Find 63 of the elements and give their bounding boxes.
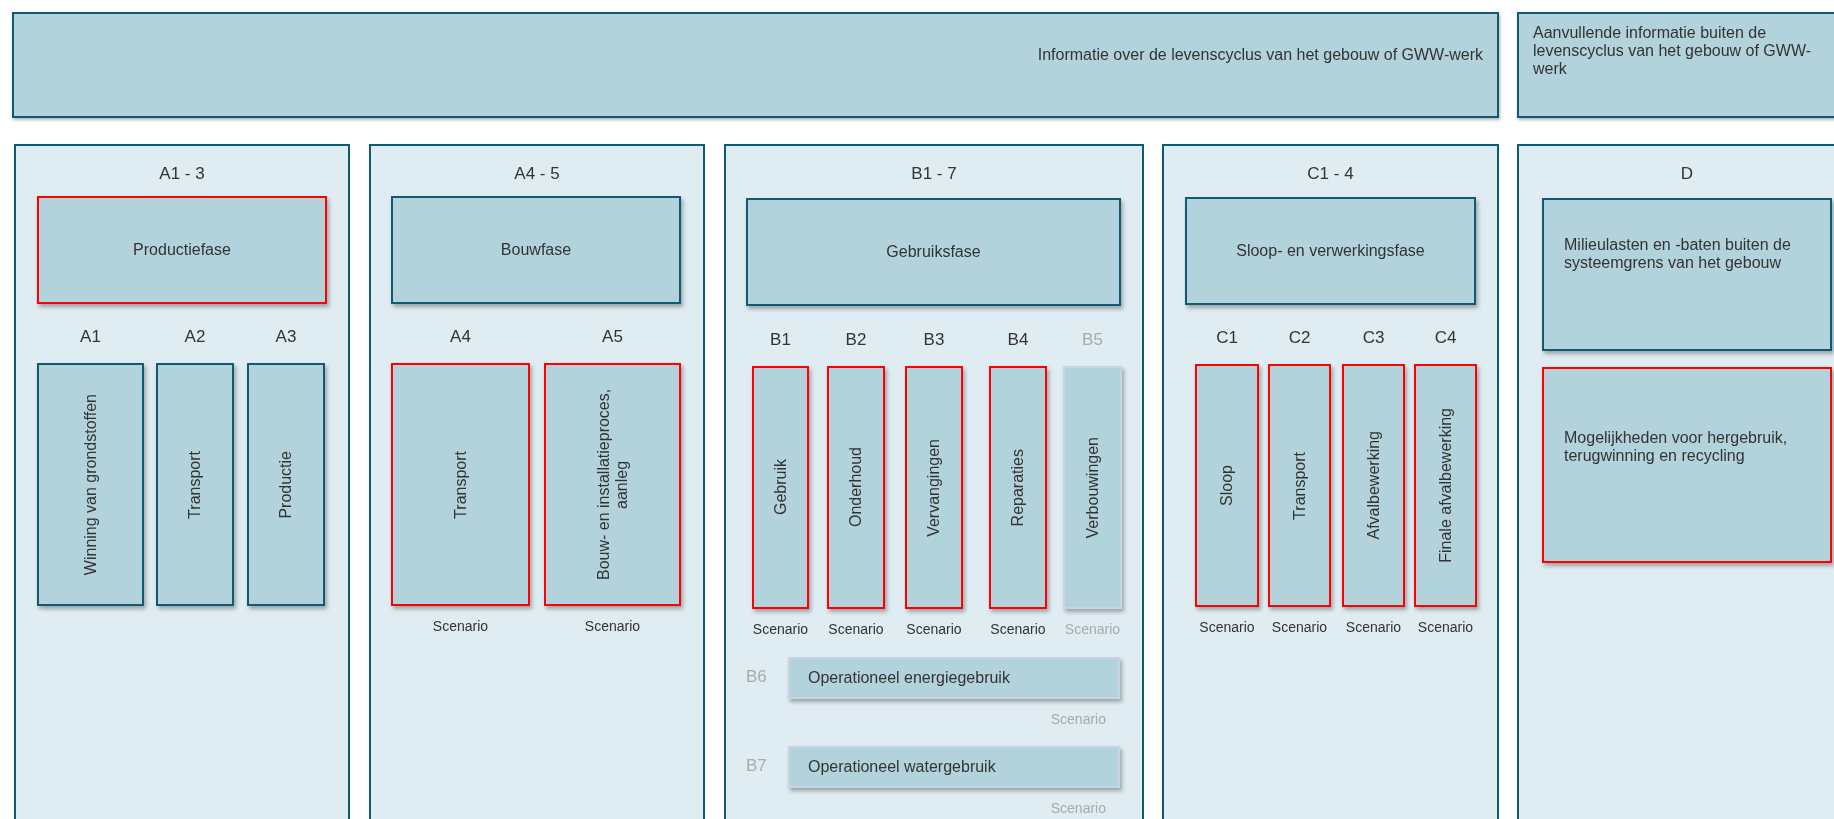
stage-label: Winning van grondstoffen <box>81 393 100 576</box>
scenario-note: Scenario <box>583 618 642 634</box>
stage-code: A3 <box>274 327 298 347</box>
stage-code: C1 <box>1215 328 1239 348</box>
info-box: Mogelijkheden voor hergebruik, terugwinning en recycling <box>1542 367 1832 563</box>
stage-label: Reparaties <box>1009 448 1027 527</box>
scenario-note: Scenario <box>827 621 885 637</box>
scenario-note: Scenario <box>1050 711 1106 727</box>
stage-code: A4 <box>449 327 472 347</box>
stage-label: Finale afvalbewerking <box>1436 408 1455 563</box>
stage-label: Gebruik <box>771 459 790 516</box>
header-band: Aanvullende informatie buiten de levenscyclus van het gebouw of GWW-werk <box>1517 12 1834 118</box>
scenario-note: Scenario <box>1270 619 1329 635</box>
stage-code: C3 <box>1361 328 1386 348</box>
stage-code: A1 <box>79 327 102 347</box>
scenario-note: Scenario <box>1344 619 1403 635</box>
scenario-note: Scenario <box>431 618 490 634</box>
stage-label: Transport <box>1290 451 1309 520</box>
stage-label: Vervangingen <box>925 438 943 537</box>
column-panel <box>369 144 705 819</box>
info-box: Milieulasten en -baten buiten de systeemgrens van het gebouw <box>1542 198 1832 351</box>
phase-box: Gebruiksfase <box>746 198 1121 306</box>
scenario-note: Scenario <box>905 621 963 637</box>
stage-code: C2 <box>1287 328 1312 348</box>
header-band: Informatie over de levenscyclus van het gebouw of GWW-werk <box>12 12 1499 118</box>
stage-label: Transport <box>186 450 204 519</box>
stage-label: Onderhoud <box>847 447 865 528</box>
scenario-note: Scenario <box>751 621 810 637</box>
stage-code: B1 <box>769 330 792 350</box>
stage-code: B2 <box>844 330 868 350</box>
column-heading: A1 - 3 <box>158 164 206 184</box>
stage-label: Afvalbewerking <box>1364 431 1383 540</box>
phase-box: Productiefase <box>37 196 327 304</box>
scenario-note: Scenario <box>1416 619 1475 635</box>
stage-label: Sloop <box>1218 465 1236 506</box>
stage-label: Transport <box>451 450 470 519</box>
stage-label: Productie <box>277 450 295 519</box>
stage-label: Operationeel energiegebruik <box>808 669 1010 687</box>
stage-code: B6 <box>746 667 767 687</box>
column-heading: A4 - 5 <box>513 164 561 184</box>
column-panel <box>1517 144 1834 819</box>
column-heading: D <box>1679 164 1695 184</box>
phase-box: Sloop- en verwerkingsfase <box>1185 197 1476 305</box>
stage-code: C4 <box>1433 328 1458 348</box>
stage-code: B4 <box>1006 330 1030 350</box>
scenario-note: Scenario <box>1198 619 1256 635</box>
stage-label: Verbouwingen <box>1083 436 1102 539</box>
stage-code: A5 <box>601 327 624 347</box>
stage-label: Operationeel watergebruik <box>808 758 996 776</box>
scenario-note: Scenario <box>1050 800 1106 816</box>
phase-box: Bouwfase <box>391 196 681 304</box>
stage-label: Bouw- en installatieproces, aanleg <box>594 387 631 583</box>
stage-code: B3 <box>922 330 946 350</box>
column-heading: B1 - 7 <box>910 164 958 184</box>
column-heading: C1 - 4 <box>1306 164 1355 184</box>
stage-code: B7 <box>746 756 767 776</box>
scenario-note: Scenario <box>989 621 1047 637</box>
column-panel <box>14 144 350 819</box>
column-panel <box>1162 144 1499 819</box>
stage-code: A2 <box>183 327 207 347</box>
scenario-note: Scenario <box>1063 621 1122 637</box>
stage-code: B5 <box>1081 330 1104 350</box>
column-panel <box>724 144 1144 819</box>
